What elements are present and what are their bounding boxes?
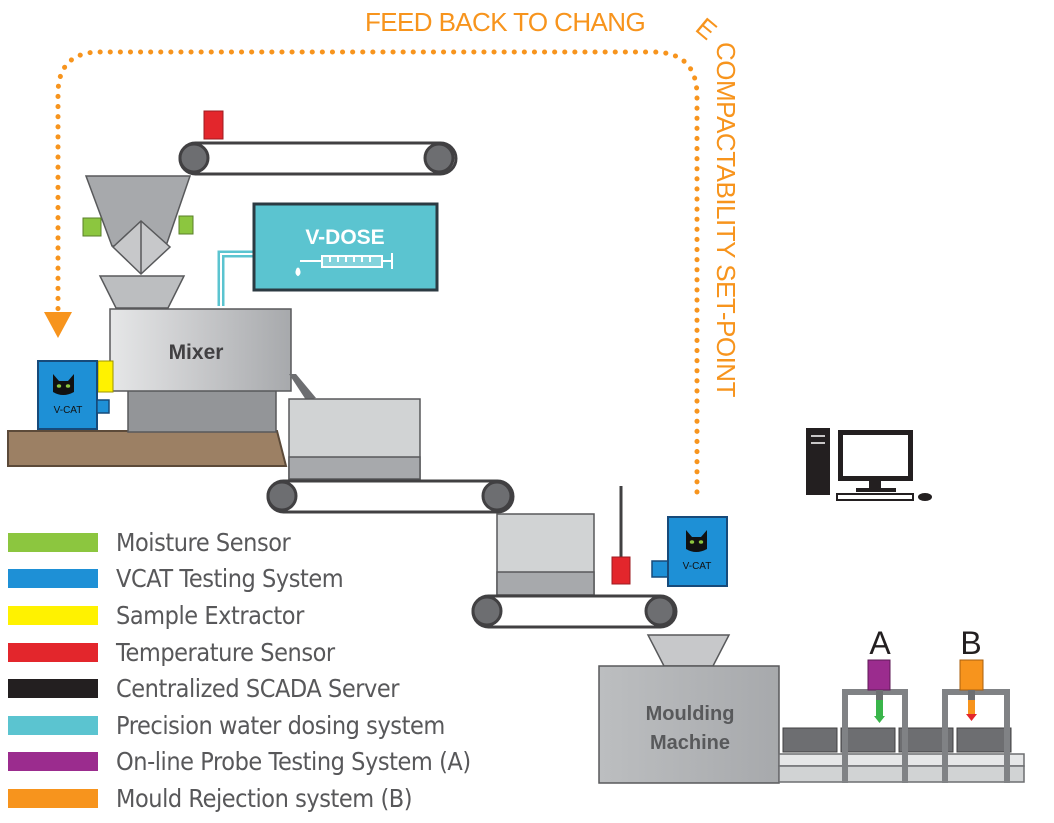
vcat-left-label: V-CAT	[54, 405, 83, 416]
scada-computer-icon	[806, 428, 932, 501]
station-b-label: B	[960, 625, 981, 661]
vcat-right-label: V-CAT	[683, 561, 712, 572]
mixer-label: Mixer	[169, 341, 224, 364]
feedback-arrow-head	[44, 312, 72, 338]
sand-bin-2	[496, 513, 595, 596]
sample-extractor-left	[97, 360, 114, 393]
legend-item: Temperature Sensor	[8, 634, 510, 671]
vdose-unit	[217, 202, 439, 306]
legend-swatch	[8, 642, 98, 662]
legend-label: Sample Extractor	[116, 600, 304, 630]
legend-item: Centralized SCADA Server	[8, 670, 510, 707]
mould-line-conveyor	[778, 727, 1025, 783]
rejection-station-b	[942, 659, 1010, 783]
legend-swatch	[8, 752, 98, 772]
station-a-label: A	[869, 625, 891, 661]
legend-label: Centralized SCADA Server	[116, 674, 400, 704]
cat-icon	[686, 530, 707, 552]
legend-label: On-line Probe Testing System (A)	[116, 747, 471, 777]
sand-bin-1	[288, 398, 421, 480]
lower-conveyor	[471, 594, 678, 629]
mixer	[109, 308, 316, 433]
moisture-sensor-left	[82, 217, 102, 237]
legend-item: VCAT Testing System	[8, 561, 510, 598]
legend-swatch	[8, 605, 98, 625]
feedback-text-line2: COMPACTABILITY SET-POINT	[711, 42, 741, 398]
moulding-label-line1: Moulding	[646, 703, 735, 725]
legend-swatch	[8, 679, 98, 699]
middle-conveyor	[266, 479, 515, 514]
legend-item: Precision water dosing system	[8, 707, 510, 744]
top-conveyor	[178, 141, 458, 176]
temperature-sensor-top	[203, 110, 224, 140]
moisture-sensor-right	[178, 215, 194, 235]
legend-label: Moisture Sensor	[116, 527, 291, 557]
legend-label: VCAT Testing System	[116, 564, 344, 594]
legend-label: Temperature Sensor	[116, 637, 335, 667]
moulding-label-line2: Machine	[650, 732, 730, 754]
legend-swatch	[8, 532, 98, 552]
cat-icon	[53, 374, 74, 395]
vcat-unit-right	[651, 516, 728, 587]
feed-hopper	[84, 175, 192, 309]
legend-item: Sample Extractor	[8, 597, 510, 634]
feedback-text-letter-e: E	[690, 12, 723, 46]
moulding-machine	[598, 634, 780, 784]
legend-label: Precision water dosing system	[116, 710, 445, 740]
legend-item: Moisture Sensor	[8, 524, 510, 561]
temperature-sensor-bottom	[611, 556, 631, 585]
legend-item: On-line Probe Testing System (A)	[8, 744, 510, 781]
legend-swatch	[8, 569, 98, 589]
legend-label: Mould Rejection system (B)	[116, 783, 413, 813]
vdose-label: V-DOSE	[305, 226, 384, 249]
ground-platform	[7, 430, 288, 467]
probe-station-a	[842, 659, 908, 783]
legend-swatch	[8, 715, 98, 735]
legend-item: Mould Rejection system (B)	[8, 780, 510, 817]
syringe-icon	[295, 253, 393, 277]
feedback-loop	[44, 49, 700, 495]
feedback-text-line1: FEED BACK TO CHANG	[365, 7, 645, 37]
vcat-unit-left	[37, 360, 110, 430]
legend-swatch	[8, 788, 98, 808]
